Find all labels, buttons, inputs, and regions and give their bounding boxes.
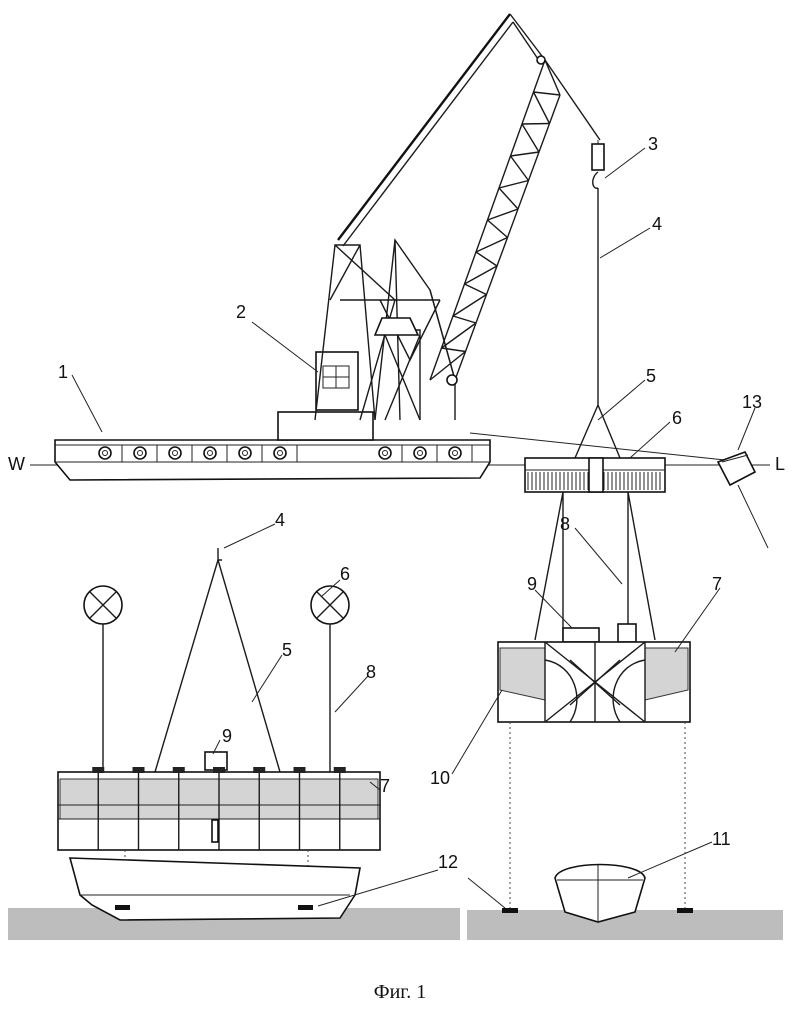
side-slings: [154, 559, 281, 773]
slings: [574, 404, 621, 459]
callout-8-end: 8: [560, 514, 570, 534]
crane-winch-housing: [373, 317, 420, 336]
end-view: [467, 623, 783, 940]
waterline-label-w: W: [8, 454, 25, 474]
cassette-side: [57, 767, 381, 851]
buoy-13: [716, 451, 769, 549]
tow-line: [469, 432, 726, 461]
callout-8-side: 8: [366, 662, 376, 682]
device-9-end: [562, 627, 600, 643]
callout-4-top: 4: [652, 214, 662, 234]
callout-4-side: 4: [275, 510, 285, 530]
barge-portholes: [98, 445, 473, 462]
callout-5-top: 5: [646, 366, 656, 386]
side-view: [8, 548, 460, 940]
leader-lines: [71, 147, 756, 909]
crane-base: [277, 411, 374, 441]
callout-12: 12: [438, 852, 458, 872]
callout-7-end: 7: [712, 574, 722, 594]
callout-5-side: 5: [282, 640, 292, 660]
sunken-vessel-side: [68, 857, 361, 921]
callout-labels: 1 2 3 4 5 6 13 4 6 5 8 9 7 8 9 7 10 11 1…: [8, 134, 785, 872]
callout-9-side: 9: [222, 726, 232, 746]
lifting-cables-right: [534, 491, 656, 641]
callout-3: 3: [648, 134, 658, 154]
sunken-vessel-end: [554, 863, 646, 923]
callout-6-side: 6: [340, 564, 350, 584]
cassette-end: [497, 641, 691, 723]
barge-hull: [54, 439, 491, 481]
side-buoys: [83, 585, 350, 772]
hook-block: [591, 140, 605, 405]
callout-2: 2: [236, 302, 246, 322]
callout-9-end: 9: [527, 574, 537, 594]
crane-boom: [337, 13, 601, 386]
callout-10: 10: [430, 768, 450, 788]
crane-barge: [30, 13, 770, 641]
callout-1: 1: [58, 362, 68, 382]
figure-caption: Фиг. 1: [374, 981, 426, 1003]
callout-7-side: 7: [380, 776, 390, 796]
traverse-pontoon: [524, 457, 666, 493]
callout-11: 11: [712, 829, 731, 849]
callout-13: 13: [742, 392, 762, 412]
callout-6-top: 6: [672, 408, 682, 428]
waterline-label-l: L: [775, 454, 785, 474]
